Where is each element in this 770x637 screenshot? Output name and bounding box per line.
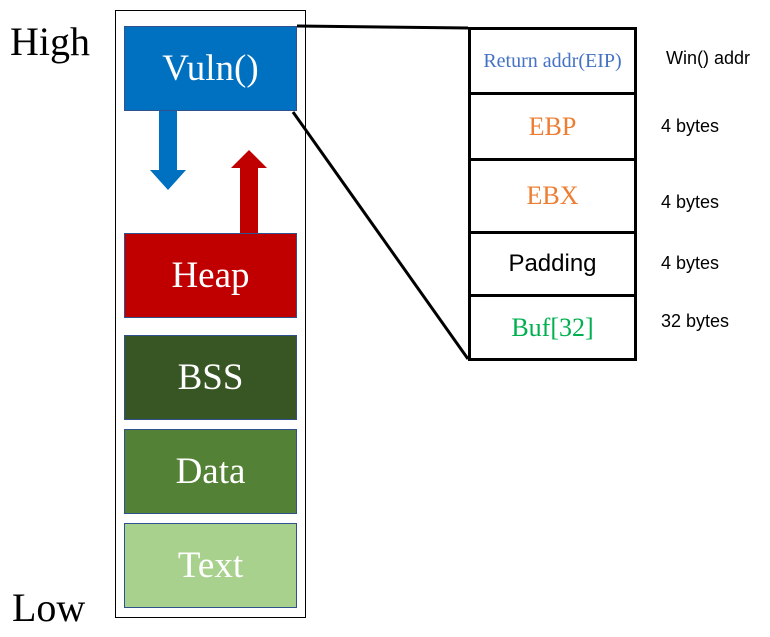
padding-size-note: 4 bytes xyxy=(661,253,720,273)
low-label: Low xyxy=(12,585,86,630)
stack-divider xyxy=(468,158,637,161)
stack-top-border xyxy=(468,27,637,30)
ebp-label: EBP xyxy=(528,111,577,141)
ebx-label: EBX xyxy=(526,181,579,210)
stack-cell-return-addr: Return addr(EIP) xyxy=(468,30,637,92)
data-label: Data xyxy=(175,451,246,492)
memory-layout-frame xyxy=(115,10,306,618)
stack-bottom-border xyxy=(468,358,637,361)
ebx-size-note: 4 bytes xyxy=(661,192,720,212)
stack-cell-ebp: EBP xyxy=(468,95,637,158)
vuln-label: Vuln() xyxy=(162,48,259,89)
win-addr-note: Win() addr xyxy=(666,48,751,68)
heap-growth-arrow xyxy=(231,150,267,233)
bss-label: BSS xyxy=(177,357,244,398)
heap-segment: Heap xyxy=(124,233,297,318)
ebp-size-note: 4 bytes xyxy=(661,116,720,136)
buf-size-note: 32 bytes xyxy=(661,311,730,331)
stack-divider xyxy=(468,92,637,95)
zoom-line-bottom xyxy=(291,111,470,360)
padding-label: Padding xyxy=(508,250,597,277)
heap-label: Heap xyxy=(171,255,250,296)
return-addr-label: Return addr(EIP) xyxy=(483,49,622,72)
high-label: High xyxy=(10,19,90,64)
vuln-segment: Vuln() xyxy=(124,26,297,111)
stack-divider xyxy=(468,294,637,297)
zoom-line-top xyxy=(296,24,469,30)
stack-cell-padding: Padding xyxy=(468,234,637,294)
stack-cell-ebx: EBX xyxy=(468,161,637,231)
text-segment: Text xyxy=(124,523,297,608)
stack-growth-arrow xyxy=(150,111,186,190)
buf-label: Buf[32] xyxy=(511,312,594,342)
stack-cell-buf: Buf[32] xyxy=(468,297,637,358)
bss-segment: BSS xyxy=(124,335,297,420)
data-segment: Data xyxy=(124,429,297,514)
stack-divider xyxy=(468,231,637,234)
text-label: Text xyxy=(177,545,244,586)
